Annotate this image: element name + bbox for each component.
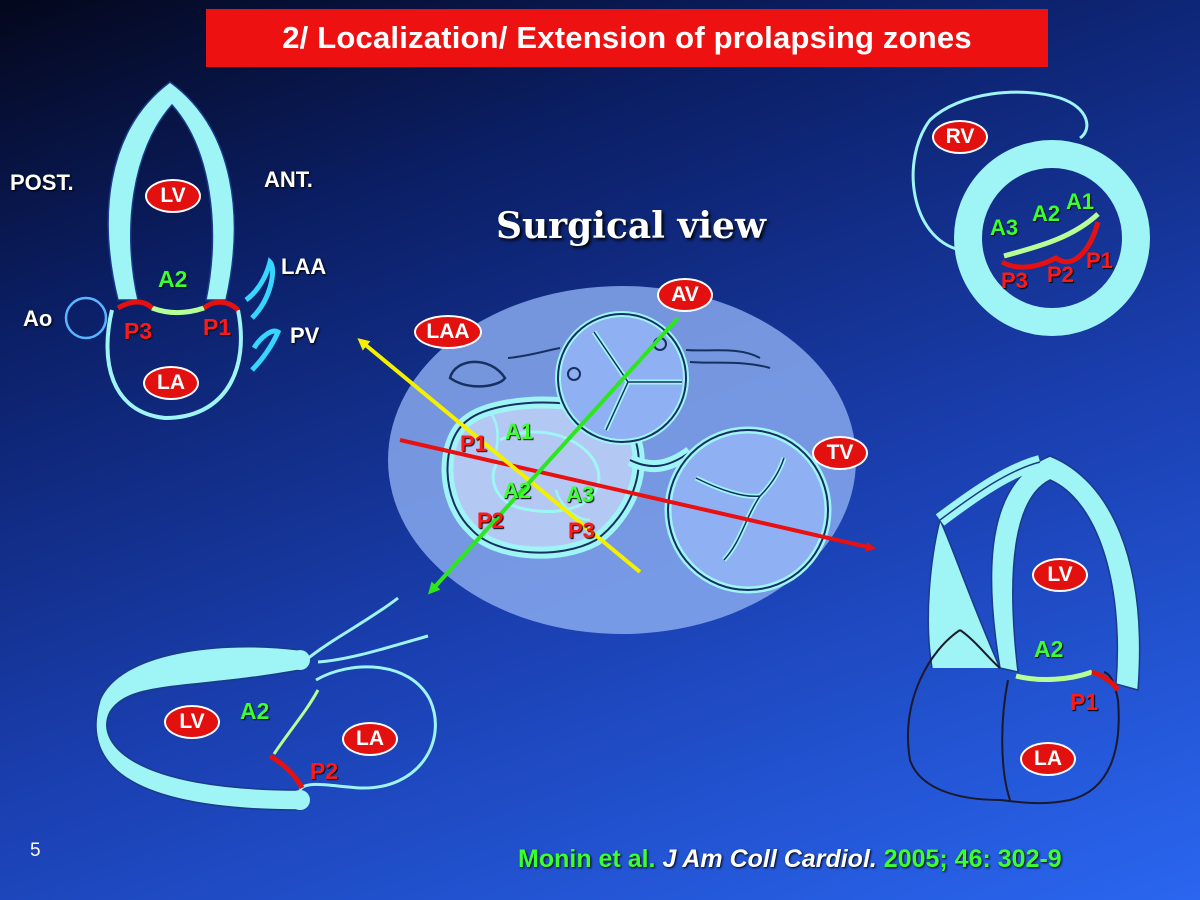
long-axis-heart-diagram [64,81,282,421]
pv-vessel [250,328,282,372]
a3-segment-label: A3 [990,215,1019,240]
rv-outline [911,90,1089,252]
a2-segment-label: A2 [503,478,532,503]
tv-badge: TV [812,436,868,470]
a3-segment-label: A3 [566,482,595,507]
av-badge: AV [657,278,713,312]
vertical-rv-wall [927,517,1001,669]
a2-leaflet [151,305,205,315]
surgical-view-diagram [357,286,876,634]
vertical-atria-outline [907,629,1120,805]
laa-loop [448,360,507,388]
lv-badge: LV [164,705,220,739]
anterior-label: ANT. [264,167,313,192]
p1-segment-label: P1 [460,431,487,456]
a2-segment-label: A2 [158,266,188,292]
a1-segment-label: A1 [1066,189,1095,214]
p3-leaflet [116,299,154,311]
red-cut-arrow [399,438,876,552]
aorta-circle [64,296,108,340]
vertical-long-axis-diagram [907,455,1141,805]
lv-ring [954,140,1150,336]
horizontal-la-outline [298,665,437,791]
a2-segment-label: A2 [1034,636,1064,662]
p1-segment-label: P1 [203,314,232,340]
la-badge: LA [1020,742,1076,776]
la-badge: LA [342,722,398,756]
yellow-cut-arrow [357,338,642,574]
pv-label: PV [290,323,320,348]
lv-badge: LV [145,179,201,213]
ring-anterior-leaflet [1003,212,1100,259]
a2-segment-label: A2 [1032,201,1061,226]
la-outline [105,309,243,421]
vertical-lv-wall [990,455,1141,691]
vertical-p1-leaflet [1091,669,1120,692]
laa-label: LAA [281,254,327,279]
slide-number: 5 [30,840,41,861]
p3-segment-label: P3 [124,318,153,344]
p3-segment-label: P3 [1001,268,1028,293]
slide-title: 2/ Localization/ Extension of prolapsing… [206,9,1048,67]
p2-segment-label: P2 [310,758,339,784]
rv-badge: RV [932,120,988,154]
p1-segment-label: P1 [1070,689,1099,715]
horizontal-lv-wall [95,646,301,811]
p1-segment-label: P1 [1086,248,1113,273]
laa-badge: LAA [414,315,482,349]
horizontal-p2-leaflet [268,753,305,790]
short-axis-diagram [911,90,1150,336]
p3-segment-label: P3 [568,518,595,543]
ring-posterior-leaflet [1000,221,1101,270]
a2-segment-label: A2 [240,698,270,724]
green-cut-arrow [427,316,680,595]
vertical-a2-leaflet [1015,669,1093,682]
horizontal-long-axis-diagram [95,596,437,811]
mitral-coaptation [491,430,601,513]
citation-journal: J Am Coll Cardiol. [662,845,877,873]
posterior-label: POST. [10,170,74,195]
ao-label: Ao [23,306,53,331]
p2-segment-label: P2 [477,508,504,533]
lv-badge: LV [1032,558,1088,592]
p2-segment-label: P2 [1047,262,1074,287]
citation-authors: Monin et al. [518,845,656,873]
surgical-view-heading: Surgical view [496,205,766,247]
citation-reference: 2005; 46: 302-9 [883,845,1062,873]
laa-appendage [244,257,275,320]
horizontal-a2-leaflet [272,689,320,755]
a1-segment-label: A1 [505,419,534,444]
citation: Monin et al. J Am Coll Cardiol. 2005; 46… [518,845,1062,874]
p1-leaflet [202,299,240,312]
la-badge: LA [143,366,199,400]
lv-wall [107,81,236,301]
